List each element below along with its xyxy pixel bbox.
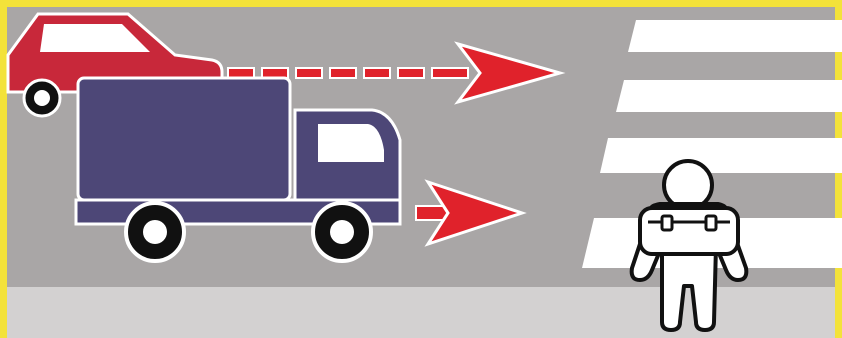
- crossing-stripe: [628, 20, 842, 52]
- crossing-stripe: [600, 138, 842, 173]
- crossing-stripe: [616, 80, 842, 112]
